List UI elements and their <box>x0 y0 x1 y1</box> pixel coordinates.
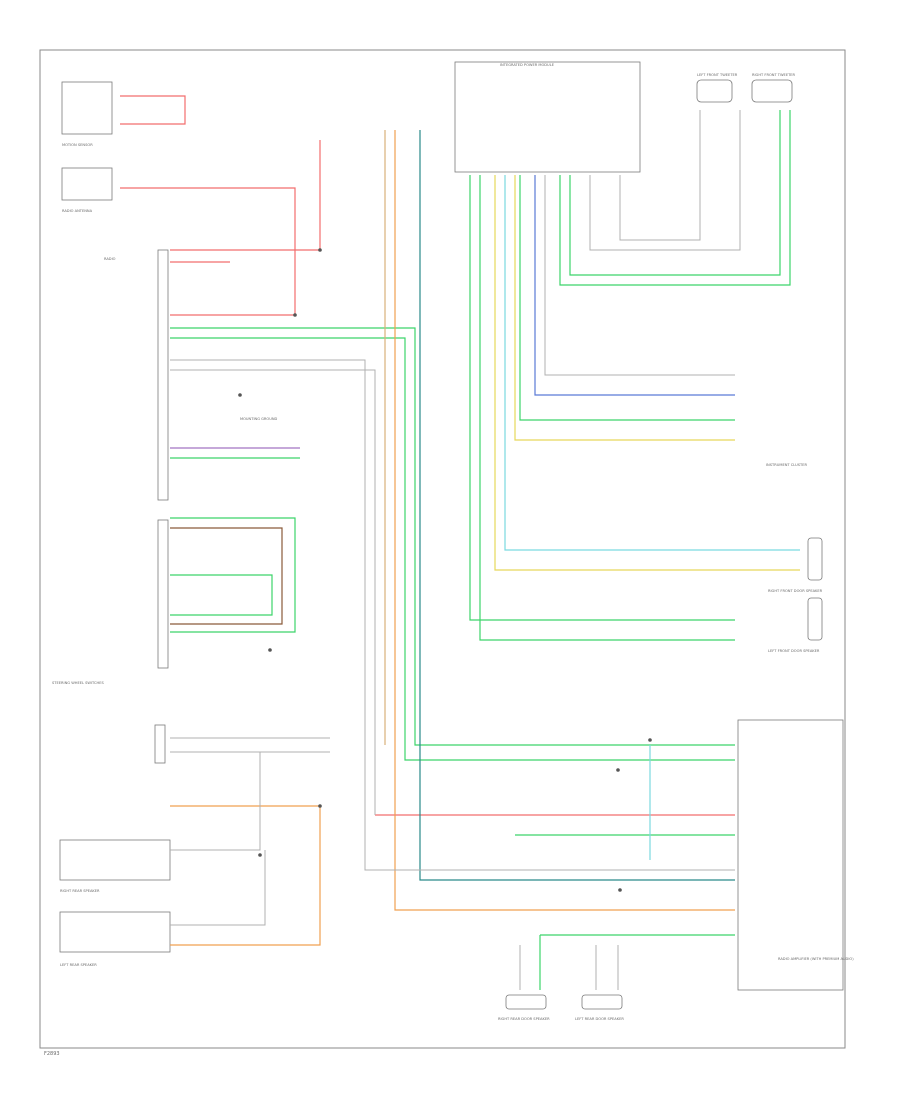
orange-wire-2 <box>170 805 321 946</box>
gray-wire-8 <box>589 110 741 251</box>
yellow-wire-2 <box>514 175 735 441</box>
fuse-relay-box <box>454 61 641 173</box>
green-wire-5 <box>170 517 296 633</box>
orange-wires <box>170 130 735 946</box>
green-wire-10 <box>559 110 791 286</box>
green-wire-7 <box>469 175 735 621</box>
splice-dot <box>318 248 322 252</box>
green-wire-1 <box>170 327 735 746</box>
green-wire-9 <box>519 175 735 421</box>
gray-wires <box>170 110 741 990</box>
splice-dot <box>258 853 262 857</box>
yellow-wires <box>494 175 800 571</box>
steering-switch-label: STEERING WHEEL SWITCHES <box>52 681 104 685</box>
diagram-id: F2893 <box>44 1051 60 1057</box>
radio-antenna-label: RADIO ANTENNA <box>62 209 93 213</box>
amplifier-label: RADIO AMPLIFIER (WITH PREMIUM AUDIO) <box>778 957 854 961</box>
yellow-wire-1 <box>494 175 800 571</box>
brown-wire-1 <box>170 527 283 625</box>
right-rear-box <box>59 911 171 953</box>
steering-switch-box <box>157 519 169 669</box>
blue-wire-1 <box>534 175 735 396</box>
right-door-speaker-box <box>505 994 547 1010</box>
red-wire-4 <box>120 187 296 316</box>
right-rear-label: RIGHT REAR SPEAKER <box>60 889 100 893</box>
brown-wires <box>170 527 283 625</box>
tweeter-left-label: LEFT FRONT TWEETER <box>697 73 738 77</box>
teal-wires <box>419 130 735 881</box>
radio-antenna-box <box>61 167 113 201</box>
fuse-relay-label: INTEGRATED POWER MODULE <box>500 63 555 67</box>
splice-dot <box>293 313 297 317</box>
right-front-speaker-box <box>807 537 823 581</box>
blue-wires <box>534 175 735 396</box>
right-front-speaker-label: RIGHT FRONT DOOR SPEAKER <box>768 589 823 593</box>
radio-label: RADIO <box>104 257 116 261</box>
green-wire-11 <box>569 110 781 276</box>
motion-sensor-box <box>61 81 113 135</box>
motion-sensor-label: MOTION SENSOR <box>62 143 93 147</box>
cyan-wire-1 <box>504 175 800 551</box>
gray-wire-2 <box>170 369 376 815</box>
red-wire-1 <box>120 95 186 125</box>
rear-speaker-box <box>154 724 166 764</box>
splice-dot <box>616 768 620 772</box>
green-wire-2 <box>170 337 735 761</box>
splice-dot <box>648 738 652 742</box>
tweeter-right-label: RIGHT FRONT TWEETER <box>752 73 796 77</box>
left-door-speaker-box <box>581 994 623 1010</box>
gray-wire-6 <box>170 850 266 926</box>
green-wire-6 <box>170 574 273 616</box>
splice-dot <box>238 393 242 397</box>
left-rear-label: LEFT REAR SPEAKER <box>60 963 97 967</box>
tweeter-right-box <box>751 79 793 103</box>
gray-wire-7 <box>544 175 735 376</box>
left-rear-box <box>59 839 171 881</box>
green-wires <box>170 110 791 990</box>
amplifier-box <box>737 719 844 991</box>
orange-wire-1 <box>394 130 735 911</box>
right-rear-door-speaker-label: RIGHT REAR DOOR SPEAKER <box>498 1017 550 1021</box>
tweeter-left-box <box>696 79 733 103</box>
splice-dot <box>318 804 322 808</box>
teal-wire-1 <box>419 130 735 881</box>
gray-wire-5 <box>170 752 261 851</box>
left-front-speaker-label: LEFT FRONT DOOR SPEAKER <box>768 649 820 653</box>
red-wire-2 <box>170 140 321 251</box>
diagram-frame <box>39 49 846 1049</box>
splice-dot <box>618 888 622 892</box>
component-labels: MOTION SENSOR RADIO ANTENNA RADIO MOUNTI… <box>52 63 854 1021</box>
splice-points <box>238 248 652 892</box>
cyan-wires <box>504 175 800 860</box>
green-wire-8 <box>479 175 735 641</box>
red-wires <box>120 95 735 816</box>
component-boxes <box>59 61 844 1010</box>
mounting-ground-label: MOUNTING GROUND <box>240 417 278 421</box>
left-front-speaker-box <box>807 597 823 641</box>
radio-box <box>157 249 169 501</box>
gray-wire-9 <box>619 110 701 241</box>
splice-dot <box>268 648 272 652</box>
left-rear-door-speaker-label: LEFT REAR DOOR SPEAKER <box>575 1017 624 1021</box>
gray-wire-1 <box>170 359 735 871</box>
instrument-cluster-label: INSTRUMENT CLUSTER <box>766 463 807 467</box>
